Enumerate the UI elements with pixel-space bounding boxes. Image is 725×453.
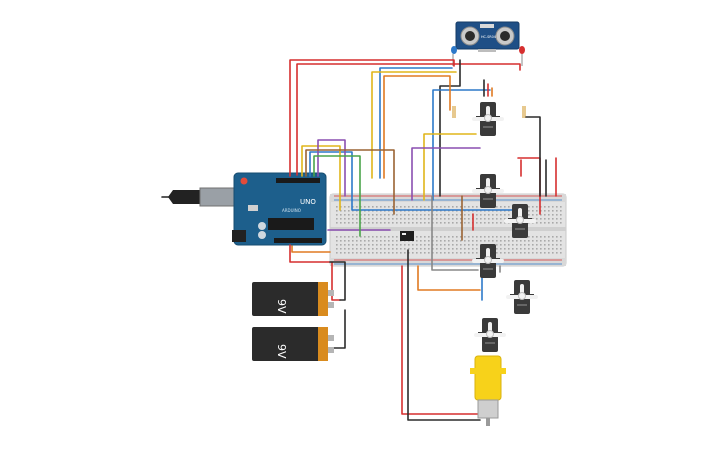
servo-motor[interactable] (506, 280, 538, 314)
servo-motor[interactable] (474, 318, 506, 352)
crystal (248, 205, 258, 211)
ultrasonic-sensor[interactable]: HC-SR04 (455, 21, 520, 52)
usb-plug (168, 190, 200, 204)
servo-motor[interactable] (472, 174, 504, 208)
arduino-uno-label: UNO (300, 198, 316, 206)
usb-connector (199, 187, 237, 207)
servo-motor[interactable] (504, 204, 536, 238)
capacitor (258, 222, 266, 230)
digital-header (276, 178, 320, 183)
red-led[interactable] (519, 46, 525, 66)
motor-driver-ic[interactable] (400, 231, 414, 241)
battery-9v-bottom[interactable]: 9V (252, 327, 334, 361)
battery-label: 9V (275, 344, 288, 359)
battery-label: 9V (275, 299, 288, 314)
battery-9v-top[interactable]: 9V (252, 282, 334, 316)
servo-motor[interactable] (472, 244, 504, 278)
dc-gear-motor[interactable] (470, 355, 506, 426)
analog-header (274, 238, 322, 243)
ultrasonic-label: HC-SR04 (481, 35, 496, 39)
servo-group (472, 102, 538, 352)
servo-motor[interactable] (472, 102, 504, 136)
arduino-logo-label: ARDUINO (282, 208, 301, 213)
power-jack (232, 230, 246, 242)
arduino-uno-board[interactable]: UNO ARDUINO (161, 172, 327, 246)
reset-button[interactable] (240, 177, 248, 185)
breadboard[interactable] (329, 193, 567, 267)
resistor[interactable] (452, 106, 526, 118)
capacitor (258, 231, 266, 239)
atmega-chip (268, 218, 314, 230)
